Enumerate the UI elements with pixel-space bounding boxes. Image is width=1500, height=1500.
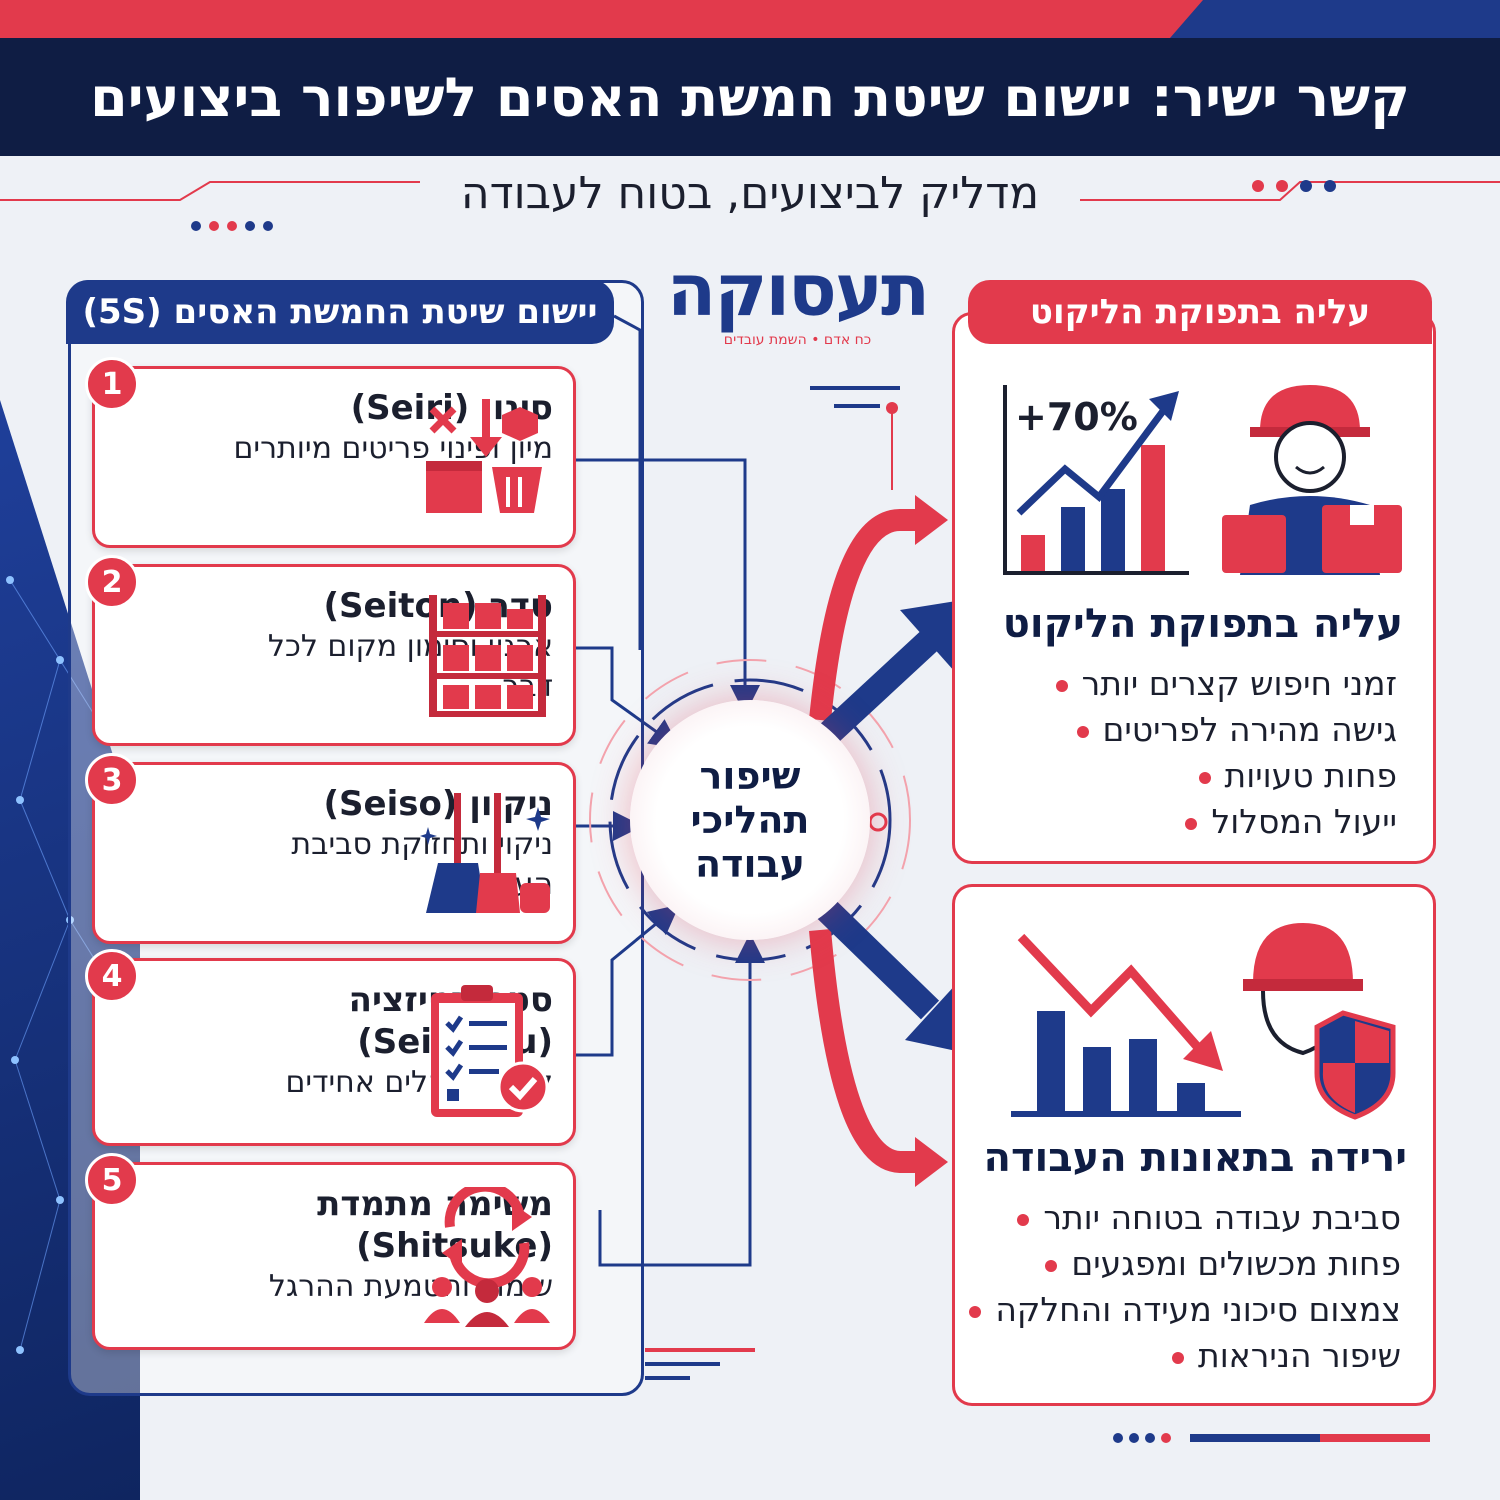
sort-boxes-icon [426, 399, 542, 513]
safety-heading: ירידה בתאונות העבודה [983, 1135, 1407, 1181]
list-item: סביבת עבודה בטוחה יותר [961, 1195, 1401, 1241]
step-card-seiso: 3 ניקיון (Seiso)ניקוי ותחזוקת סביבת העבו… [85, 753, 576, 944]
hardhat-shield-icon [1243, 923, 1396, 1120]
list-item: פחות מכשולים ומפגעים [961, 1241, 1401, 1287]
worker-with-boxes-icon [1222, 385, 1402, 575]
step-card-seiketsu: 4 סטנדרטיזציה (Seiketsu)קביעת נהלים אחיד… [85, 949, 576, 1146]
center-hub: שיפור תהליכי עבודה [630, 700, 870, 940]
list-item: ייעול המסלול [997, 799, 1397, 845]
step-number: 4 [85, 949, 139, 1003]
step-number: 1 [85, 357, 139, 411]
decorative-lines [0, 180, 1500, 231]
team-cycle-icon [424, 1187, 550, 1327]
broom-icon [420, 793, 550, 913]
productivity-card: +70% עליה בתפוקת הליקוט זמני חיפוש קצרים… [952, 312, 1436, 864]
safety-list: סביבת עבודה בטוחה יותר פחות מכשולים ומפג… [961, 1195, 1401, 1379]
five-s-panel-title: יישום שיטת החמשת האסים (5S) [66, 280, 614, 344]
productivity-banner: עליה בתפוקת הליקוט [968, 280, 1432, 344]
shelf-icon [429, 595, 546, 717]
safety-card: ירידה בתאונות העבודה סביבת עבודה בטוחה י… [952, 884, 1436, 1406]
step-desc: מיון ופינוי פריטים מיותרים [233, 431, 553, 466]
logo-wordmark: תעסוקה [666, 248, 930, 332]
growth-bar-chart-icon [1003, 385, 1189, 575]
list-item: גישה מהירה לפריטים [997, 707, 1398, 753]
list-item: צמצום סיכוני מעידה והחלקה [961, 1287, 1401, 1333]
header-bar: קשר ישיר: יישום שיטת חמשת האסים לשיפור ב… [0, 38, 1500, 156]
page-title: קשר ישיר: יישום שיטת חמשת האסים לשיפור ב… [90, 65, 1410, 129]
list-item: זמני חיפוש קצרים יותר [997, 661, 1397, 707]
step-card-shitsuke: 5 משימה מתמדת (Shitsuke)שימור והטמעת ההר… [85, 1153, 576, 1350]
center-hub-label: שיפור תהליכי עבודה [690, 754, 810, 886]
step-card-seiri: 1 סינון (Seiri)מיון ופינוי פריטים מיותרי… [85, 357, 576, 548]
checklist-clipboard-icon [431, 985, 549, 1117]
step-card-seiton: 2 סדר (Seiton)ארגון וסימון מקום לכל דבר [85, 555, 576, 746]
company-logo: תעסוקה כח אדם • השמת עובדים [655, 250, 940, 348]
top-color-strip [0, 0, 1500, 38]
productivity-heading: עליה בתפוקת הליקוט [1002, 601, 1403, 647]
step-number: 5 [85, 1153, 139, 1207]
logo-tagline: כח אדם • השמת עובדים [723, 332, 872, 348]
list-item: שיפור הניראות [961, 1333, 1401, 1379]
subtitle: מדליק לביצועים, בטוח לעבודה [460, 168, 1040, 219]
list-item: פחות טעויות [997, 753, 1397, 799]
productivity-list: זמני חיפוש קצרים יותר גישה מהירה לפריטים… [997, 661, 1397, 845]
decline-bar-chart-icon [1011, 933, 1241, 1117]
step-number: 3 [85, 753, 139, 807]
step-number: 2 [85, 555, 139, 609]
productivity-stat: +70% [1015, 395, 1138, 439]
